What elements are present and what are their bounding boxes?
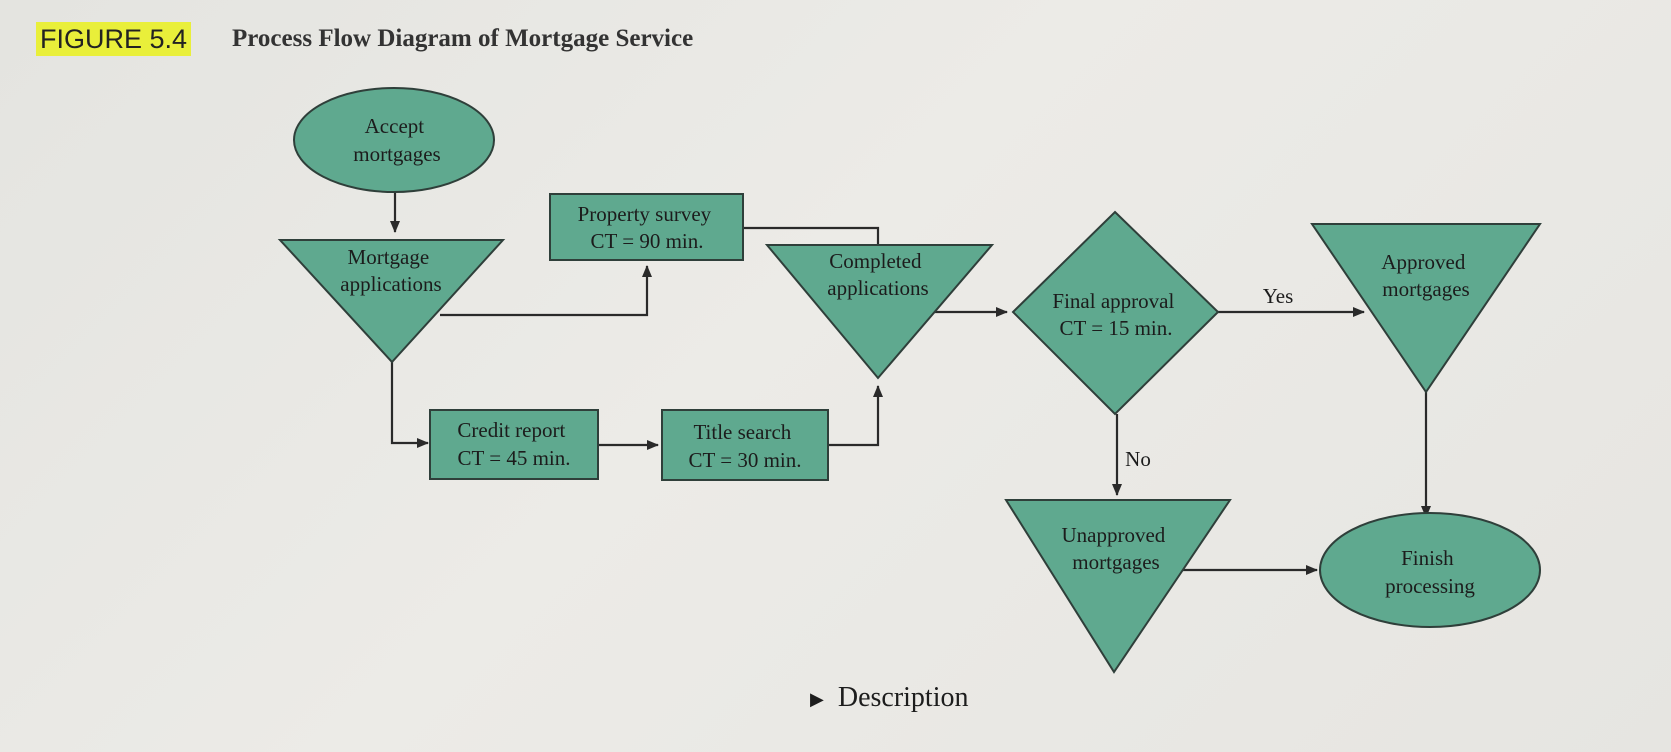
description-label: Description <box>837 682 969 713</box>
property-survey-box <box>549 193 744 261</box>
description-toggle[interactable]: ▶ Description <box>810 682 968 714</box>
approved-mortgages-label: Approved mortgages <box>1381 250 1470 301</box>
property-survey-label: Property survey CT = 90 min. <box>578 202 717 253</box>
mortgage-applications-label: Mortgage applications <box>340 245 441 296</box>
edge-applications-to-credit <box>390 362 429 448</box>
figure-label: FIGURE 5.4 <box>36 22 192 56</box>
finish-processing-label: Finish processing <box>1385 546 1475 598</box>
yes-label: Yes <box>1263 284 1294 308</box>
finish-processing-ellipse <box>1319 512 1541 628</box>
final-approval-label: Final approval CT = 15 min. <box>1052 289 1179 340</box>
title-search-box <box>661 409 829 481</box>
unapproved-mortgages-triangle <box>1004 499 1232 674</box>
accept-mortgages-ellipse <box>293 87 495 193</box>
no-label: No <box>1125 447 1151 471</box>
mortgage-applications-triangle <box>277 239 506 364</box>
credit-report-label: Credit report CT = 45 min. <box>457 418 570 470</box>
triangle-right-icon: ▶ <box>810 689 824 710</box>
approved-mortgages-triangle <box>1310 223 1542 394</box>
completed-applications-triangle <box>764 244 995 380</box>
edge-survey-to-completed <box>743 226 880 244</box>
edge-title-to-completed <box>828 385 883 447</box>
final-approval-diamond <box>1011 210 1220 416</box>
edge-applications-to-survey <box>440 265 652 317</box>
unapproved-mortgages-label: Unapproved mortgages <box>1061 523 1170 574</box>
completed-applications-label: Completed applications <box>827 249 928 300</box>
figure-title: Process Flow Diagram of Mortgage Service <box>232 25 694 52</box>
credit-report-box <box>429 409 599 480</box>
accept-mortgages-label: Accept mortgages <box>353 114 440 166</box>
title-search-label: Title search CT = 30 min. <box>689 420 802 472</box>
